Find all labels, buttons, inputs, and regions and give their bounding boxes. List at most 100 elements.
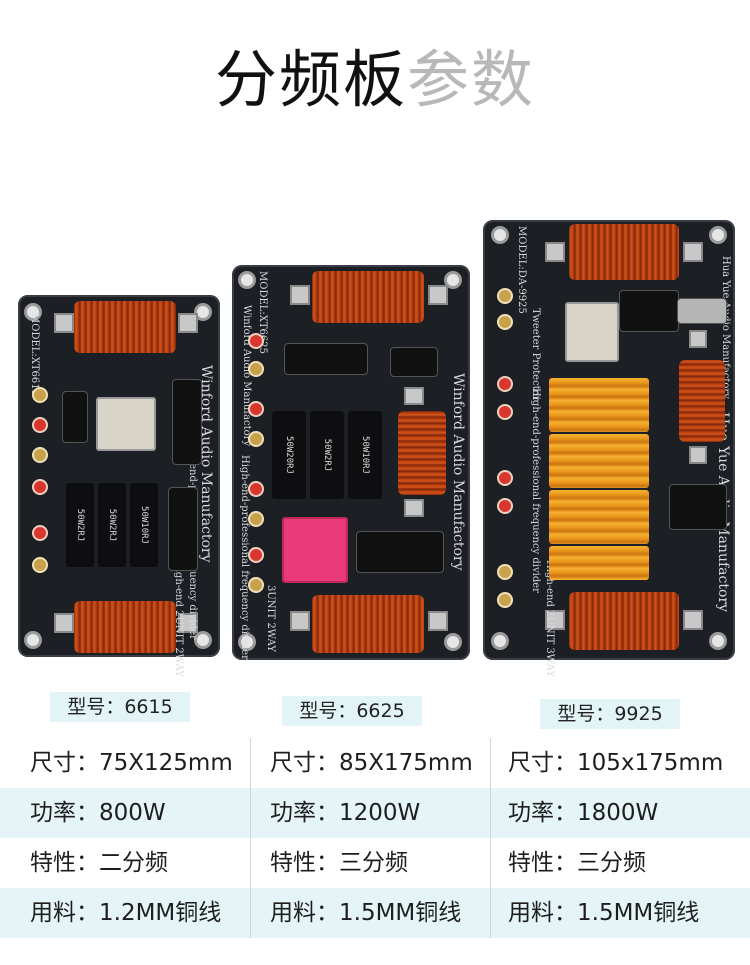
resistor: 50W2RJ bbox=[66, 483, 94, 567]
mount-hole bbox=[491, 226, 509, 244]
mount-hole bbox=[709, 226, 727, 244]
capacitor bbox=[172, 379, 202, 465]
board-spec-text: 3UNIT 2WAY bbox=[265, 585, 276, 652]
model-label-6615: 型号：6615 bbox=[50, 692, 190, 722]
mount-hole bbox=[24, 303, 42, 321]
terminal bbox=[32, 525, 48, 541]
capacitor bbox=[62, 391, 88, 443]
capacitor bbox=[390, 347, 438, 377]
board-model-text: MODEL:DA-9925 bbox=[516, 226, 527, 314]
terminal bbox=[32, 417, 48, 433]
mount-hole bbox=[444, 271, 462, 289]
terminal bbox=[32, 447, 48, 463]
terminal bbox=[248, 481, 264, 497]
coil-bracket bbox=[545, 610, 565, 630]
terminal bbox=[32, 387, 48, 403]
inductor-coil bbox=[569, 224, 679, 280]
coil-bracket bbox=[428, 611, 448, 631]
power-resistor bbox=[549, 490, 649, 544]
protector-relay bbox=[96, 397, 156, 451]
spec-material-6625: 用料：1.5MM铜线 bbox=[270, 900, 462, 926]
mount-hole bbox=[238, 271, 256, 289]
spec-size-6615: 尺寸：75X125mm bbox=[30, 750, 233, 776]
spec-power-6625: 功率：1200W bbox=[270, 800, 421, 826]
terminal bbox=[497, 404, 513, 420]
coil-bracket bbox=[290, 285, 310, 305]
spec-material-6615: 用料：1.2MM铜线 bbox=[30, 900, 222, 926]
mount-hole bbox=[194, 631, 212, 649]
column-divider bbox=[490, 738, 491, 938]
terminal bbox=[32, 557, 48, 573]
power-resistor bbox=[549, 546, 649, 580]
coil-bracket bbox=[404, 387, 424, 405]
coil-bracket bbox=[178, 313, 198, 333]
resistor-label: 50W10RJ bbox=[360, 436, 370, 474]
coil-bracket bbox=[545, 242, 565, 262]
crossover-board-6625: MODEL:XT6625 Winford Audio Manufactory W… bbox=[232, 265, 470, 660]
inductor-coil bbox=[74, 601, 176, 653]
resistor: 50W20RJ bbox=[272, 411, 306, 499]
board-spec-text: High-end 2UNIT 2WAY bbox=[173, 560, 184, 677]
model-label-9925: 型号：9925 bbox=[540, 699, 680, 729]
spec-feature-9925: 特性：三分频 bbox=[508, 850, 646, 876]
inductor-coil bbox=[398, 411, 446, 495]
spec-power-9925: 功率：1800W bbox=[508, 800, 659, 826]
model-label-6625: 型号：6625 bbox=[282, 696, 422, 726]
board-desc-text: High-end-professional frequency divider bbox=[530, 388, 541, 593]
coil-bracket bbox=[290, 611, 310, 631]
capacitor bbox=[284, 343, 368, 375]
mount-hole bbox=[24, 631, 42, 649]
inductor-coil bbox=[312, 595, 424, 653]
mount-hole bbox=[194, 303, 212, 321]
mount-hole bbox=[709, 632, 727, 650]
terminal bbox=[248, 431, 264, 447]
terminal bbox=[248, 577, 264, 593]
terminal bbox=[497, 564, 513, 580]
mount-hole bbox=[444, 633, 462, 651]
terminal bbox=[248, 547, 264, 563]
spec-power-6615: 功率：800W bbox=[30, 800, 166, 826]
terminal bbox=[32, 479, 48, 495]
resistor: 50W10RJ bbox=[348, 411, 382, 499]
mount-hole bbox=[238, 633, 256, 651]
coil-bracket bbox=[689, 330, 707, 348]
terminal bbox=[248, 361, 264, 377]
spec-feature-6615: 特性：二分频 bbox=[30, 850, 168, 876]
board-model-text: MODEL:XT6615 bbox=[29, 313, 40, 397]
coil-bracket bbox=[404, 499, 424, 517]
resistor-label: 50W2RJ bbox=[322, 438, 332, 472]
crossover-board-9925: MODEL:DA-9925 Hua Yue Audio Manufactory … bbox=[483, 220, 735, 677]
coil-bracket bbox=[178, 613, 198, 633]
spec-row-size: 尺寸：75X125mm 尺寸：85X175mm 尺寸：105x175mm bbox=[0, 738, 750, 788]
capacitor bbox=[677, 298, 727, 324]
spec-row-feature: 特性：二分频 特性：三分频 特性：三分频 bbox=[0, 838, 750, 888]
terminal bbox=[497, 498, 513, 514]
coil-bracket bbox=[428, 285, 448, 305]
coil-bracket bbox=[689, 446, 707, 464]
power-resistor bbox=[549, 378, 649, 432]
board-protector-text: Tweeter Protector bbox=[530, 308, 541, 401]
column-divider bbox=[250, 738, 251, 938]
spec-feature-6625: 特性：三分频 bbox=[270, 850, 408, 876]
spec-row-power: 功率：800W 功率：1200W 功率：1800W bbox=[0, 788, 750, 838]
resistor-label: 50W10RJ bbox=[139, 506, 149, 544]
terminal bbox=[497, 376, 513, 392]
resistor: 50W2RJ bbox=[98, 483, 126, 567]
terminal bbox=[497, 470, 513, 486]
power-resistor bbox=[549, 434, 649, 488]
coil-bracket bbox=[54, 313, 74, 333]
protector-relay bbox=[565, 302, 619, 362]
crossover-board-6615: MODEL:XT6615 Winford Audio Manufactory H… bbox=[18, 295, 220, 677]
title-dark: 分频板 bbox=[214, 43, 407, 116]
resistor-label: 50W2RJ bbox=[75, 508, 85, 542]
capacitor bbox=[356, 531, 444, 573]
resistor: 50W2RJ bbox=[310, 411, 344, 499]
spec-material-9925: 用料：1.5MM铜线 bbox=[508, 900, 700, 926]
spec-size-9925: 尺寸：105x175mm bbox=[508, 750, 724, 776]
coil-bracket bbox=[683, 610, 703, 630]
terminal bbox=[248, 511, 264, 527]
spec-size-6625: 尺寸：85X175mm bbox=[270, 750, 473, 776]
page-title: 分频板参数 bbox=[0, 40, 750, 120]
capacitor bbox=[168, 487, 198, 571]
capacitor bbox=[669, 484, 727, 530]
